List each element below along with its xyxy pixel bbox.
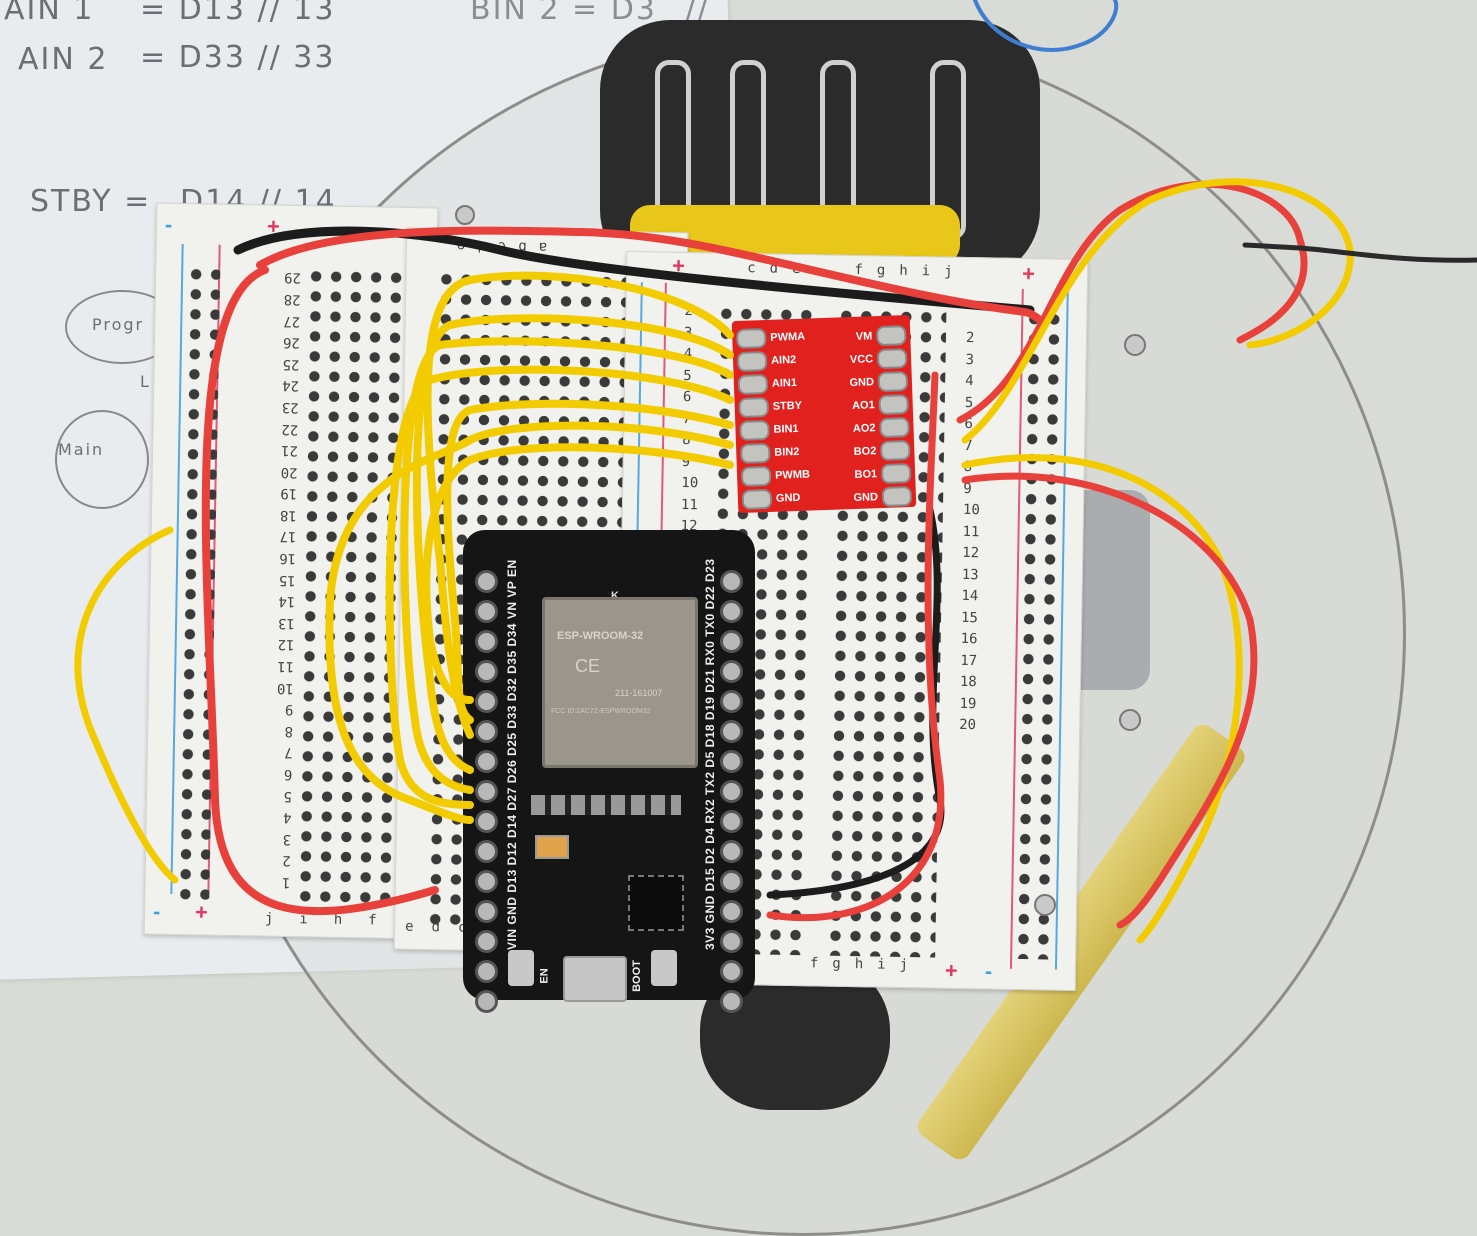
module-cert: 211-161007 <box>615 688 663 698</box>
esp32-right-header <box>720 570 743 1013</box>
note-ain2-value: = D33 // 33 <box>140 40 336 75</box>
wire-yellow-left <box>74 526 179 884</box>
note-ain1-value: = D13 // 13 <box>140 0 336 27</box>
tantalum-capacitor <box>535 835 569 859</box>
module-fcc-id: FCC ID:2AC7Z-ESPWROOM32 <box>551 708 651 715</box>
wire-yellow-pwmb <box>422 443 734 704</box>
wire-red-top <box>256 226 1044 324</box>
note-ain2-label: AIN 2 <box>18 42 109 77</box>
smd-components <box>531 795 681 815</box>
wire-yellow-bin2 <box>325 421 734 824</box>
screw-icon <box>1034 894 1056 916</box>
wire-yellow-stby <box>385 365 734 809</box>
esp32-marker: K <box>611 590 619 602</box>
boot-button[interactable] <box>651 950 677 986</box>
wire-yellow-bin1 <box>443 399 734 724</box>
ce-mark-icon: CE <box>575 656 601 676</box>
wire-yellow-ain1 <box>400 337 734 794</box>
wire-black-top <box>233 226 1035 315</box>
diagram-label-main: Main <box>58 440 105 459</box>
screw-icon <box>1119 709 1141 731</box>
esp-wroom-32-module: ESP-WROOM-32 CE 211-161007 FCC ID:2AC7Z-… <box>542 597 698 768</box>
wire-blue-cable <box>973 0 1119 52</box>
diagram-label-progr: Progr <box>92 315 145 334</box>
wire-black-lead <box>1242 242 1477 263</box>
usb-uart-chip <box>628 875 684 931</box>
module-label: ESP-WROOM-32 <box>557 630 644 642</box>
esp32-left-header <box>475 570 498 1013</box>
screw-icon <box>455 205 475 225</box>
wire-red-vcc <box>766 371 945 922</box>
note-ain1-label: AIN 1 <box>4 0 95 27</box>
diagram-bubble-main <box>55 410 149 509</box>
wire-red-left <box>201 266 439 916</box>
jumper-wires <box>74 0 1477 944</box>
en-button[interactable] <box>508 950 534 986</box>
wire-black-ground <box>766 506 945 899</box>
wire-yellow-motor-b <box>961 454 1243 944</box>
wire-yellow-motor-a <box>961 178 1354 444</box>
micro-usb-port[interactable] <box>563 956 627 1002</box>
note-stby-label: STBY = <box>30 184 152 219</box>
screw-icon <box>1124 334 1146 356</box>
wire-red-motor-b <box>961 472 1258 929</box>
